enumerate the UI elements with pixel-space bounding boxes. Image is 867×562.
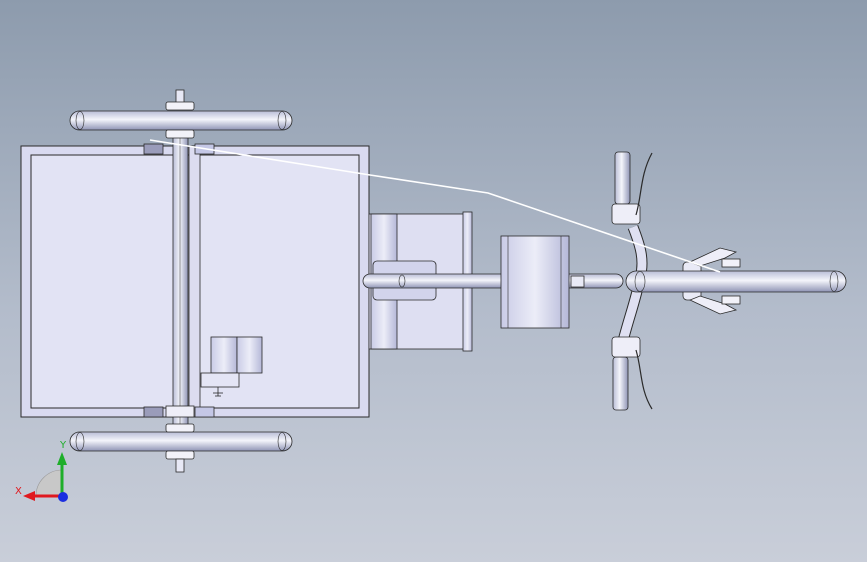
motor-cylinder[interactable]	[500, 235, 585, 329]
triad-z-axis-dot	[58, 492, 68, 502]
triad-plane-shape	[35, 469, 63, 497]
triad-y-arrow	[57, 452, 67, 465]
rear-wheel-bottom[interactable]	[69, 423, 293, 473]
front-wheel[interactable]	[625, 270, 847, 293]
triad-x-label: X	[15, 486, 22, 497]
rear-wheel-top[interactable]	[69, 89, 293, 139]
sketch-line[interactable]	[149, 139, 721, 273]
coordinate-triad	[23, 452, 68, 502]
controller-unit[interactable]	[200, 336, 263, 397]
triad-x-arrow	[23, 491, 35, 501]
triad-y-label: Y	[60, 440, 67, 451]
